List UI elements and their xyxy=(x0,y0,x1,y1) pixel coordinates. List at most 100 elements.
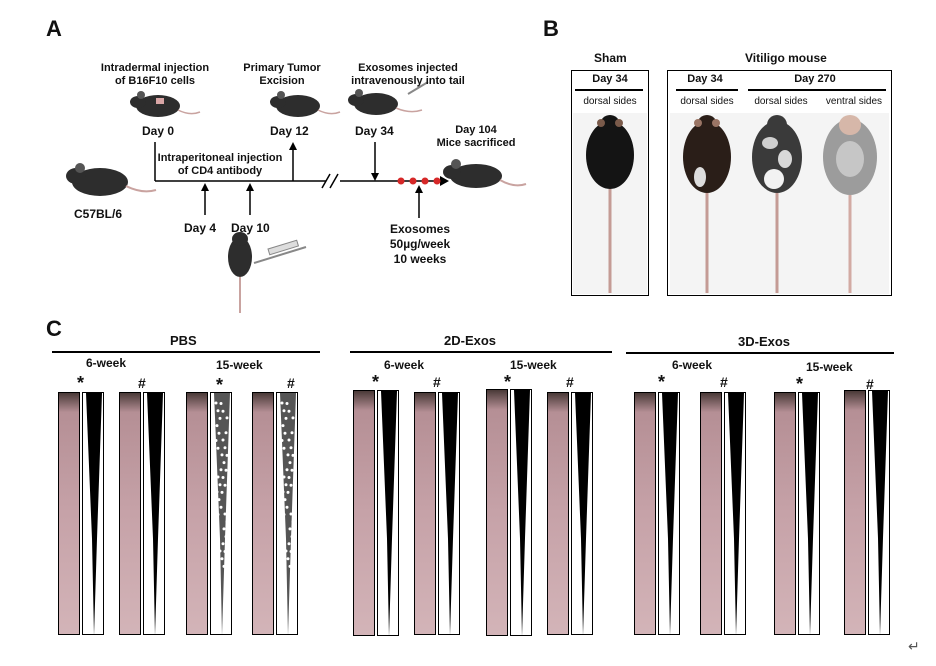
day12-label: Day 12 xyxy=(270,124,309,138)
day104-label: Day 104 Mice sacrificed xyxy=(420,124,532,150)
mouse-day0-icon xyxy=(130,91,201,117)
vitiligo-mouse-photos xyxy=(670,113,889,294)
3d-week2: 15-week xyxy=(806,360,853,374)
day34-label: Day 34 xyxy=(355,124,394,138)
vit-day270-divider xyxy=(748,89,886,91)
tail-binary-image xyxy=(377,390,399,636)
day104-line1: Day 104 xyxy=(455,124,497,136)
dose-line2: 50µg/week xyxy=(389,237,451,251)
2d-15w-star: * xyxy=(504,372,512,392)
day34-arrowhead xyxy=(371,173,379,181)
2d-week1: 6-week xyxy=(384,358,425,372)
tail-binary-image xyxy=(658,392,680,635)
pbs-week1: 6-week xyxy=(86,356,127,370)
exosome-dot xyxy=(409,177,417,185)
group-pbs-title: PBS xyxy=(170,333,197,348)
timeline-break-2 xyxy=(329,173,339,189)
3d-week1: 6-week xyxy=(672,358,713,372)
sham-mouse-photo xyxy=(573,113,647,294)
tail-photo xyxy=(774,392,796,635)
intraperitoneal-label: Intraperitoneal injection of CD4 antibod… xyxy=(150,152,290,178)
day10-label: Day 10 xyxy=(231,221,270,235)
tail-photo xyxy=(700,392,722,635)
tail-binary-image xyxy=(210,392,232,635)
tail-binary-image xyxy=(868,390,890,635)
exosome-dot xyxy=(421,177,429,185)
tail-binary-image xyxy=(438,392,460,635)
vit-day34-label: Day 34 xyxy=(687,73,723,85)
timeline-break-1 xyxy=(321,173,331,189)
timeline-diagram xyxy=(66,81,527,313)
intradermal-label: Intradermal injection of B16F10 cells xyxy=(93,62,217,88)
sham-divider xyxy=(575,89,643,91)
3d-15w-hash: # xyxy=(866,376,874,392)
sham-title: Sham xyxy=(594,51,627,65)
vit-side1-label: dorsal sides xyxy=(680,96,734,107)
panel-a-letter: A xyxy=(46,16,62,41)
tail-binary-image xyxy=(510,389,532,636)
vit-side3-label: ventral sides xyxy=(825,96,883,107)
tail-photo xyxy=(186,392,208,635)
pbs-6w-star: * xyxy=(77,373,85,393)
tail-photo xyxy=(252,392,274,635)
group-3d-title: 3D-Exos xyxy=(738,334,791,349)
primary-line2: Excision xyxy=(259,75,305,87)
tail-binary-image xyxy=(724,392,746,635)
sham-day-label: Day 34 xyxy=(592,73,628,85)
tail-photo xyxy=(547,392,569,635)
tail-binary-image xyxy=(571,392,593,635)
dose-line1: Exosomes xyxy=(389,222,451,236)
intradermal-line1: Intradermal injection xyxy=(100,62,210,74)
tail-photo xyxy=(844,390,866,635)
3d-15w-star: * xyxy=(796,374,804,394)
ip-line1: Intraperitoneal injection xyxy=(157,152,283,164)
2d-week2: 15-week xyxy=(510,358,557,372)
exo-inj-line2: intravenously into tail xyxy=(351,75,465,87)
pbs-15w-hash: # xyxy=(287,375,295,391)
mouse-injection-icon xyxy=(228,232,307,313)
exosome-dot xyxy=(433,177,441,185)
panel-b-letter: B xyxy=(543,16,559,41)
2d-6w-hash: # xyxy=(433,374,441,390)
primary-tumor-label: Primary Tumor Excision xyxy=(234,62,330,88)
timeline-arrowhead xyxy=(440,176,449,186)
mouse-day104-icon xyxy=(443,159,527,188)
pbs-6w-hash: # xyxy=(138,375,146,391)
mouse-day34-icon xyxy=(348,81,429,115)
tail-photo xyxy=(353,390,375,636)
day4-arrowhead xyxy=(201,183,209,191)
panel-c-letter: C xyxy=(46,316,62,341)
2d-15w-hash: # xyxy=(566,374,574,390)
tail-photo xyxy=(58,392,80,635)
vit-side2-label: dorsal sides xyxy=(754,96,808,107)
return-mark: ↵ xyxy=(908,638,920,654)
exosome-dot xyxy=(397,177,405,185)
day104-line2: Mice sacrificed xyxy=(436,137,516,149)
intradermal-line2: of B16F10 cells xyxy=(114,75,196,87)
vitiligo-title: Vitiligo mouse xyxy=(745,51,827,65)
day4-label: Day 4 xyxy=(184,221,217,235)
sham-side-label: dorsal sides xyxy=(583,96,637,107)
ip-line2: of CD4 antibody xyxy=(177,165,263,177)
day12-arrowhead xyxy=(289,142,297,150)
tail-photo xyxy=(634,392,656,635)
day0-label: Day 0 xyxy=(142,124,175,138)
mouse-c57bl6-icon xyxy=(66,163,157,196)
tail-binary-image xyxy=(143,392,165,635)
mouse-day12-icon xyxy=(270,91,341,117)
exosome-dose-label: Exosomes 50µg/week 10 weeks xyxy=(380,222,460,267)
group-2d-underline xyxy=(350,351,612,353)
group-3d-underline xyxy=(626,352,894,354)
tail-binary-image xyxy=(82,392,104,635)
tail-photo xyxy=(119,392,141,635)
tail-photo xyxy=(486,389,508,636)
pbs-week2: 15-week xyxy=(216,358,263,372)
tail-binary-image xyxy=(276,392,298,635)
vit-day270-label: Day 270 xyxy=(794,73,836,85)
dose-line3: 10 weeks xyxy=(393,252,447,266)
group-pbs-underline xyxy=(52,351,320,353)
exosome-arrowhead xyxy=(415,185,423,193)
exo-inj-line1: Exosomes injected xyxy=(358,62,458,74)
tail-photo xyxy=(414,392,436,635)
2d-6w-star: * xyxy=(372,372,380,392)
